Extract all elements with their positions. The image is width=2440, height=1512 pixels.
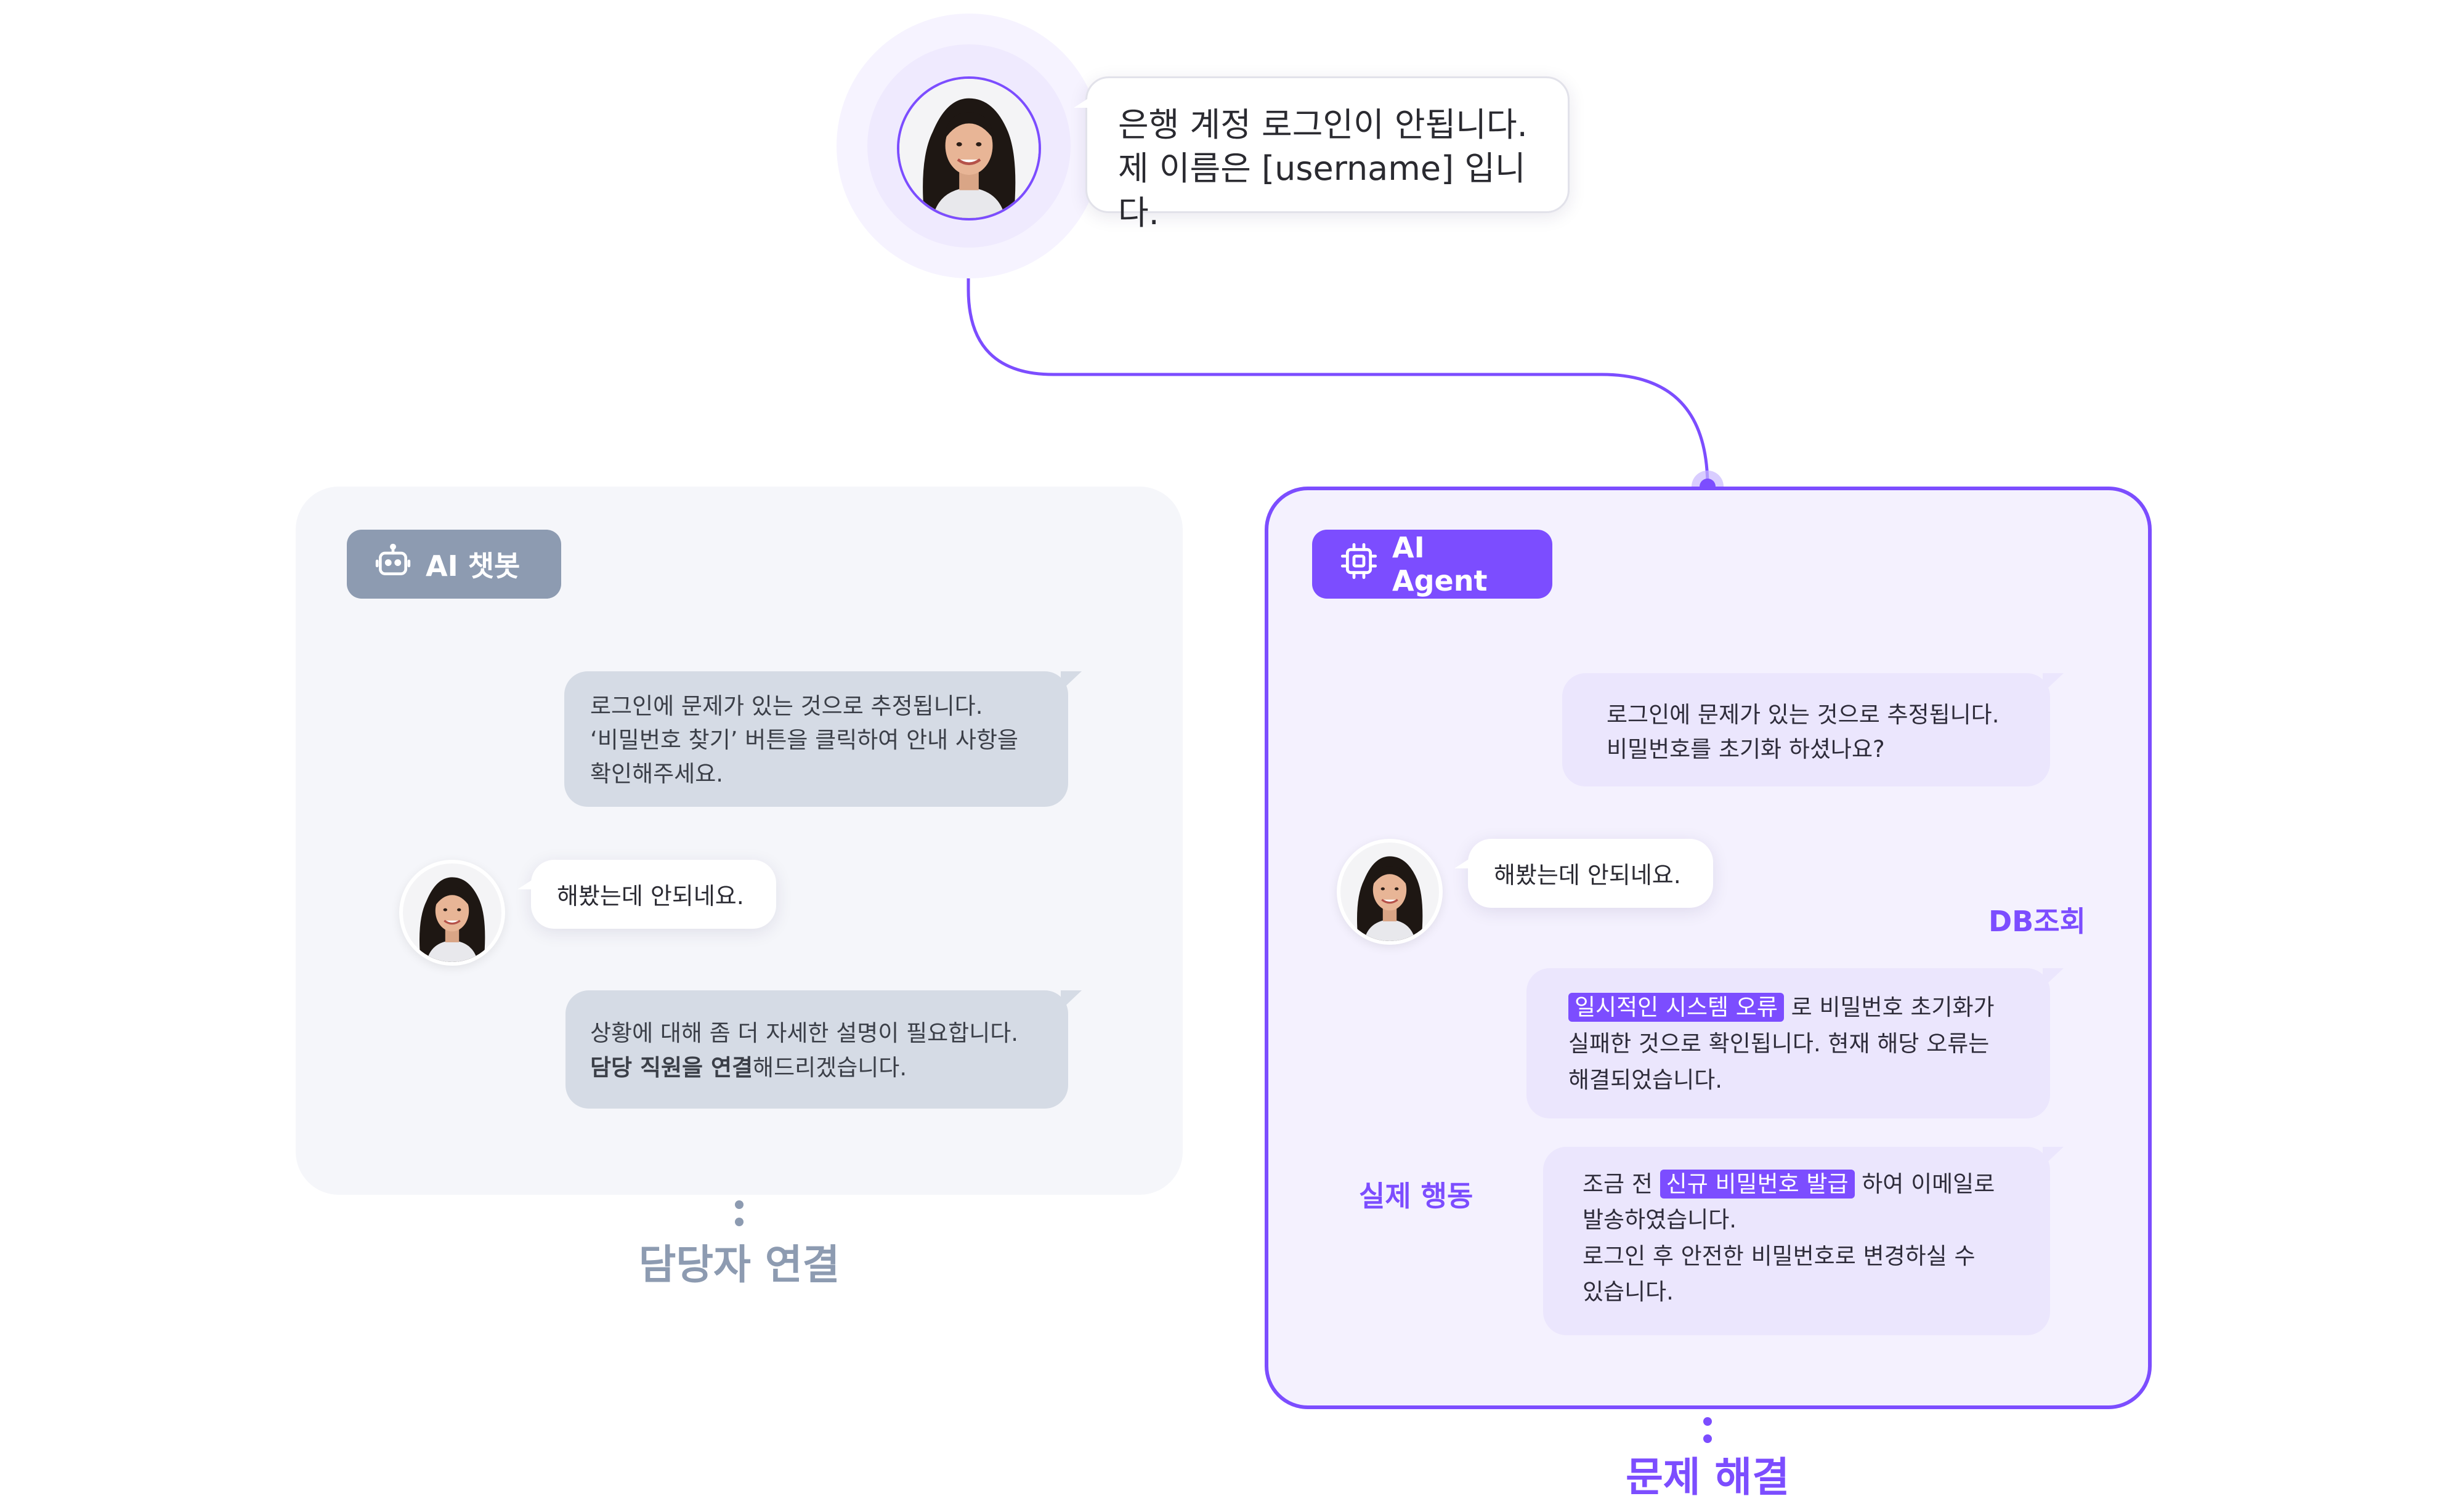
agent-msg3-pre: 조금 전 <box>1583 1171 1660 1197</box>
agent-msg3-line3: 로그인 후 안전한 비밀번호로 변경하실 수 <box>1583 1242 1976 1269</box>
agent-tag-label: AI Agent <box>1392 531 1488 597</box>
db-lookup-callout: DB조회 <box>1988 905 2086 938</box>
chatbot-msg2-rest: 해드리겠습니다. <box>753 1054 907 1081</box>
chatbot-msg2-line1: 상황에 대해 좀 더 자세한 설명이 필요합니다. <box>590 1020 1019 1046</box>
agent-result-caption: 문제 해결 <box>1626 1453 1789 1501</box>
chatbot-user-reply: 해봤는데 안되네요. <box>517 860 776 929</box>
agent-user-reply: 해봤는데 안되네요. <box>1454 839 1713 908</box>
actual-action-callout: 실제 행동 <box>1359 1179 1473 1213</box>
new-password-highlight: 신규 비밀번호 발급 <box>1660 1170 1855 1199</box>
chatbot-msg1-line2: ‘비밀번호 찾기’ 버튼을 클릭하여 안내 사항을 <box>590 726 1019 753</box>
chatbot-message-2: 상황에 대해 좀 더 자세한 설명이 필요합니다. 담당 직원을 연결해드리겠습… <box>565 990 1082 1109</box>
user-message-line2: 제 이름은 [username] 입니다. <box>1118 149 1526 232</box>
chip-icon <box>1339 541 1379 588</box>
user-avatar-icon <box>1340 843 1439 941</box>
agent-msg3-line4: 있습니다. <box>1583 1279 1674 1306</box>
chatbot-msg1-line3: 확인해주세요. <box>590 760 724 787</box>
agent-user-reply-text: 해봤는데 안되네요. <box>1494 862 1681 889</box>
agent-msg2-line1: 일시적인 시스템 오류 로 비밀번호 초기화가 <box>1568 989 2008 1025</box>
agent-msg1-line2: 비밀번호를 초기화 하셨나요? <box>1607 735 1885 762</box>
chatbot-result-caption: 담당자 연결 <box>638 1241 840 1288</box>
chatbot-tag: AI 챗봇 <box>347 530 561 599</box>
robot-icon <box>374 542 412 587</box>
chatbot-user-reply-text: 해봤는데 안되네요. <box>557 883 744 910</box>
agent-message-3: 조금 전 신규 비밀번호 발급 하여 이메일로 발송하였습니다. 로그인 후 안… <box>1543 1147 2064 1335</box>
agent-tag: AI Agent <box>1312 530 1552 599</box>
agent-msg3-rest1: 하여 이메일로 <box>1854 1171 1995 1197</box>
user-initial-message: 은행 계정 로그인이 안됩니다. 제 이름은 [username] 입니다. <box>1074 76 1570 232</box>
agent-message-2: 일시적인 시스템 오류 로 비밀번호 초기화가 실패한 것으로 확인됩니다. 현… <box>1526 968 2064 1118</box>
system-error-highlight: 일시적인 시스템 오류 <box>1568 993 1784 1022</box>
chatbot-message-1: 로그인에 문제가 있는 것으로 추정됩니다. ‘비밀번호 찾기’ 버튼을 클릭하… <box>564 671 1082 807</box>
user-avatar-icon <box>403 863 501 962</box>
user-message-line1: 은행 계정 로그인이 안됩니다. <box>1118 105 1528 144</box>
agent-msg2-rest1: 로 비밀번호 초기화가 <box>1783 994 1995 1021</box>
chatbot-msg2-line2: 담당 직원을 연결해드리겠습니다. <box>590 1051 1044 1085</box>
agent-msg2-line3: 해결되었습니다. <box>1568 1067 1723 1094</box>
user-to-agent-connector <box>967 229 1709 487</box>
agent-user-avatar <box>1337 839 1443 945</box>
top-user-avatar <box>897 76 1041 220</box>
agent-msg2-line2: 실패한 것으로 확인됩니다. 현재 해당 오류는 <box>1568 1030 1990 1057</box>
chatbot-msg1-line1: 로그인에 문제가 있는 것으로 추정됩니다. <box>590 693 983 719</box>
chatbot-tag-label: AI 챗봇 <box>426 549 521 583</box>
agent-msg1-line1: 로그인에 문제가 있는 것으로 추정됩니다. <box>1607 701 2000 728</box>
agent-msg3-line2: 발송하였습니다. <box>1583 1207 1737 1234</box>
agent-message-1: 로그인에 문제가 있는 것으로 추정됩니다. 비밀번호를 초기화 하셨나요? <box>1562 673 2064 786</box>
chatbot-msg2-bold: 담당 직원을 연결 <box>590 1054 753 1081</box>
chatbot-user-avatar <box>399 860 505 966</box>
agent-msg3-line1: 조금 전 신규 비밀번호 발급 하여 이메일로 <box>1583 1166 2011 1202</box>
user-avatar-icon <box>899 79 1039 218</box>
